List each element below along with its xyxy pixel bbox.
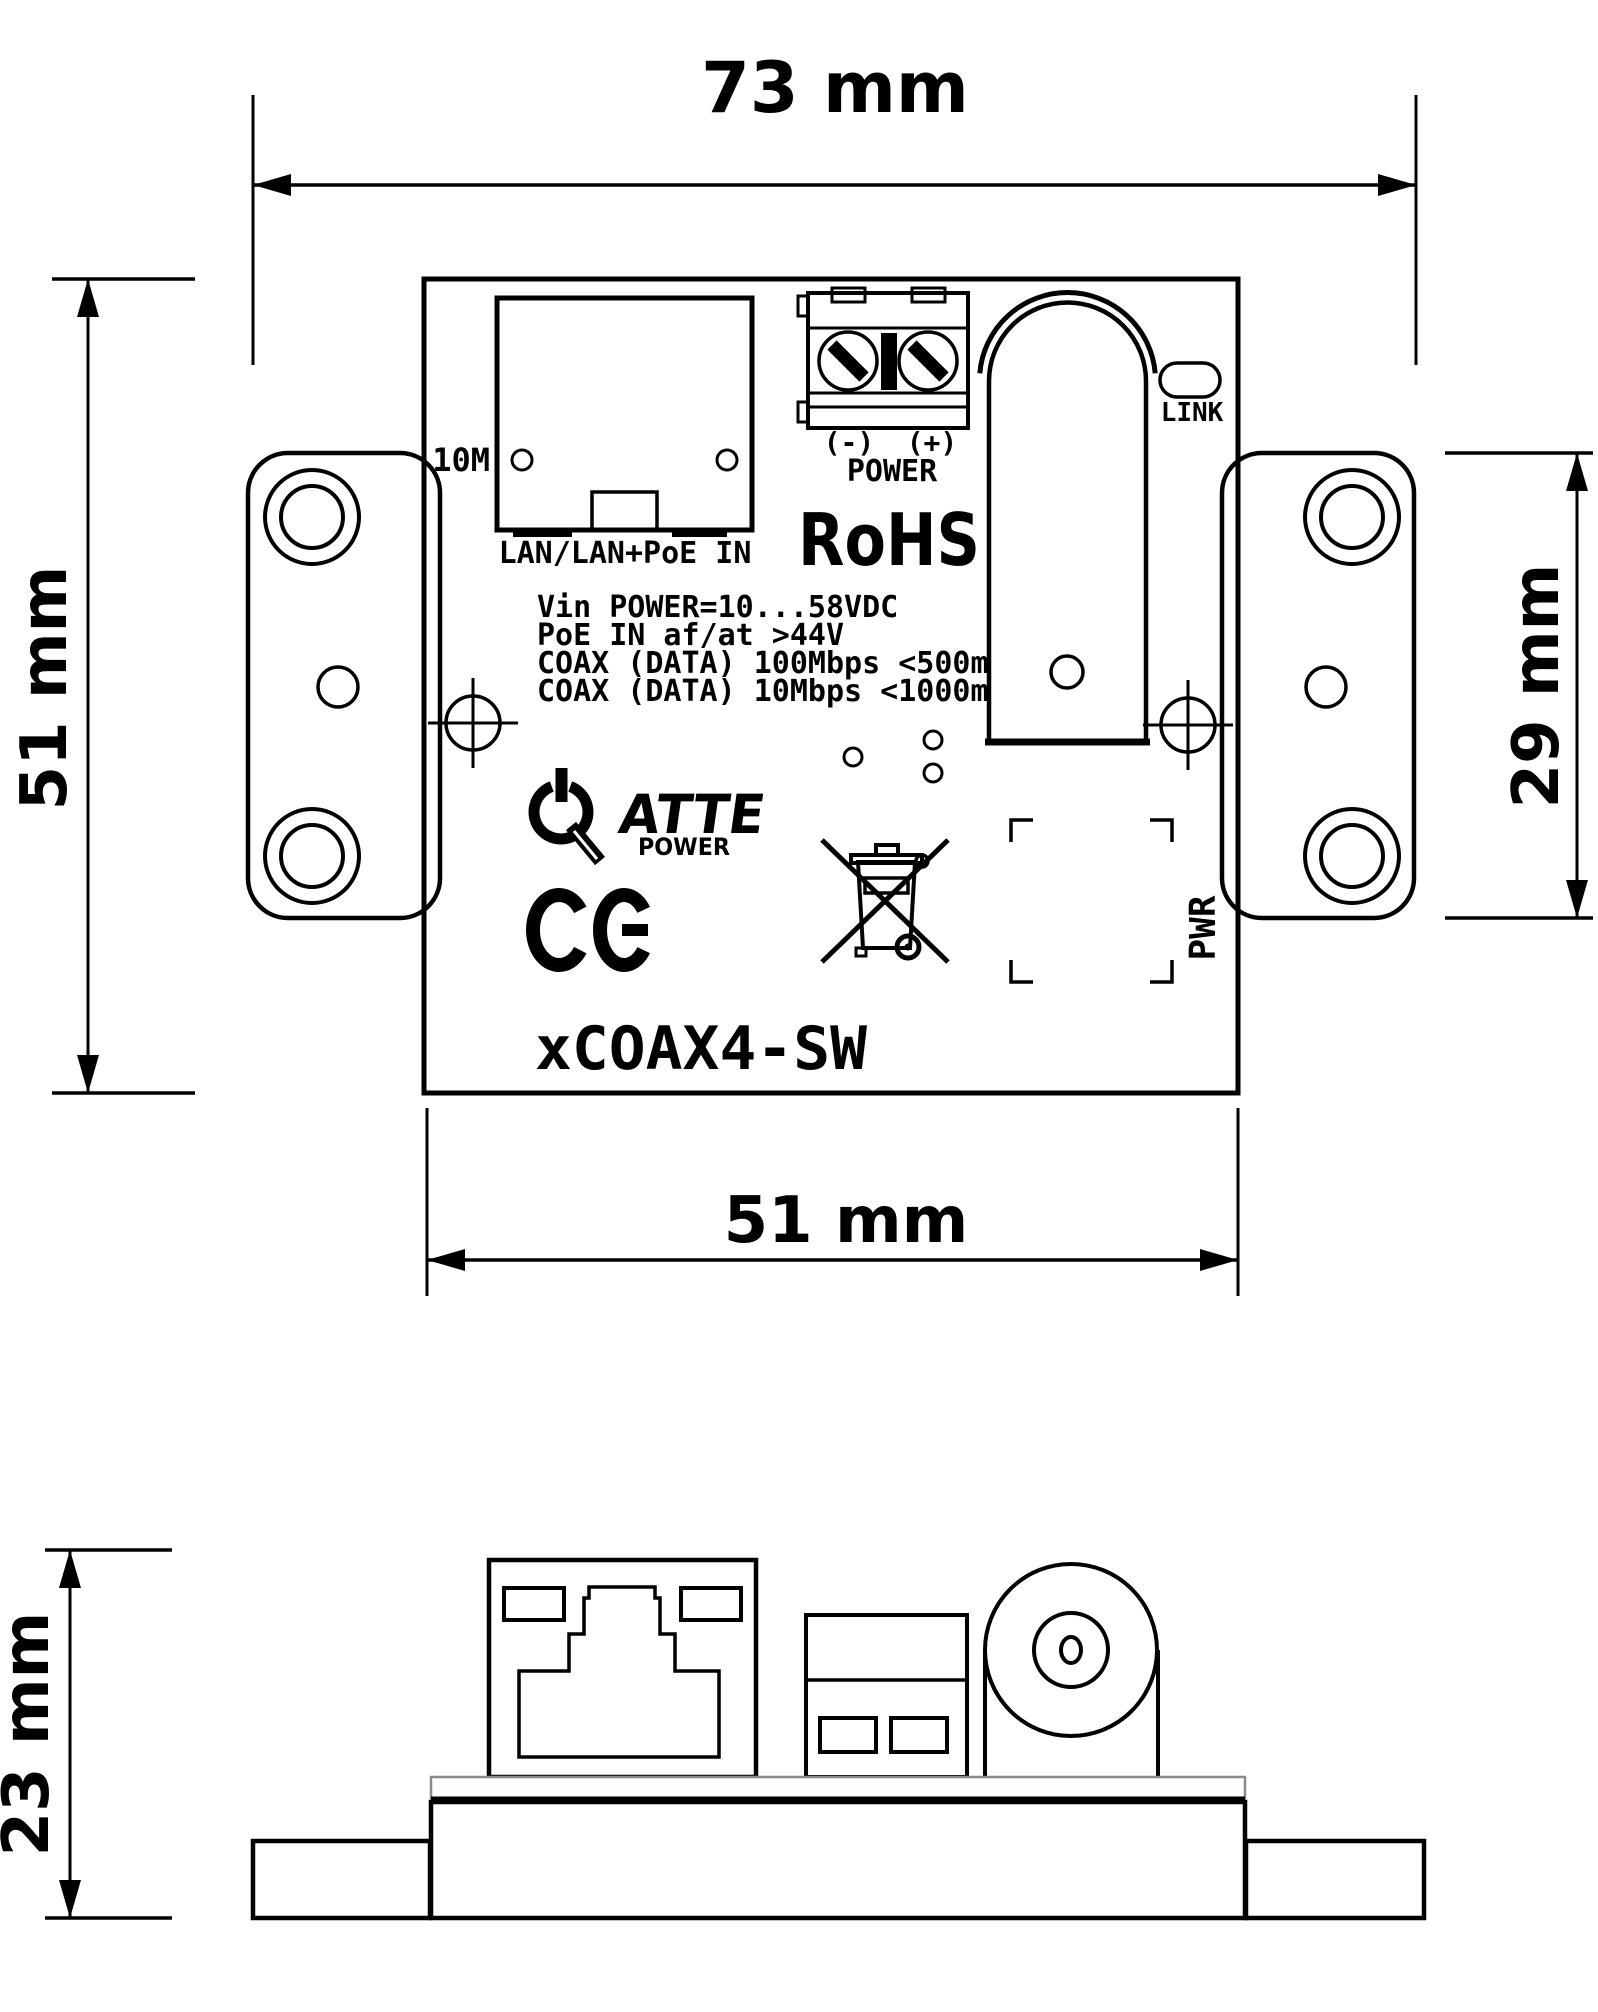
test-points	[842, 729, 944, 784]
side-view	[250, 1557, 1427, 1921]
mounting-rail	[428, 1775, 1248, 1921]
dimension-top-width: 73 mm	[251, 47, 1418, 365]
dimension-annotations: 73 mm 51 mm 29 mm 51 mm	[0, 47, 1593, 1920]
bnc-connector-top	[977, 290, 1158, 746]
brand-subtitle: POWER	[638, 833, 730, 861]
dimension-top-width-label: 73 mm	[701, 47, 969, 129]
device-body	[421, 276, 1241, 1096]
power-icon	[528, 768, 606, 866]
pwr-label: PWR	[1183, 895, 1224, 960]
link-label: LINK	[1161, 398, 1224, 428]
spec-line-2: PoE IN af/at >44V	[537, 618, 844, 653]
label-corner-brackets	[1009, 818, 1174, 984]
rj45-port-side	[486, 1557, 759, 1780]
model-label: xCOAX4-SW	[535, 1014, 868, 1084]
dimension-side-height: 23 mm	[0, 1548, 172, 1920]
right-mounting-ear	[1219, 450, 1417, 921]
dimension-ear-height-label: 29 mm	[1500, 564, 1574, 809]
dimension-body-width-label: 51 mm	[724, 1184, 969, 1258]
spec-line-1: Vin POWER=10...58VDC	[537, 590, 898, 625]
crosshair-icon	[428, 678, 518, 768]
brand-name: ATTE	[615, 783, 769, 846]
rj45-port-label: LAN/LAN+PoE IN	[499, 536, 752, 571]
link-led-pill-icon	[1158, 361, 1222, 399]
spec-line-3: COAX (DATA) 100Mbps <500m	[537, 646, 989, 681]
dimension-body-height: 51 mm	[8, 277, 195, 1095]
rj45-port-top	[494, 295, 755, 537]
left-ear-holes	[263, 468, 361, 905]
power-negative-label: (-)	[824, 426, 875, 459]
brand-logo: ATTE POWER	[528, 768, 769, 866]
screw-terminal-neg	[817, 330, 879, 392]
weee-crossed-bin-icon	[820, 838, 950, 964]
right-ear-holes	[1303, 468, 1401, 905]
dimension-body-height-label: 51 mm	[8, 566, 82, 811]
power-label: POWER	[847, 454, 938, 489]
rj45-speed-label: 10M	[432, 441, 490, 479]
power-terminal-side	[804, 1613, 969, 1779]
left-mounting-ear	[245, 450, 443, 921]
left-foot	[250, 1838, 433, 1921]
crosshair-icon	[1143, 680, 1233, 770]
dimension-body-width: 51 mm	[425, 1108, 1240, 1296]
right-foot	[1243, 1838, 1427, 1921]
power-positive-label: (+)	[907, 426, 958, 459]
dimension-side-height-label: 23 mm	[0, 1612, 64, 1857]
bnc-connector-side	[983, 1562, 1160, 1777]
rohs-label: RoHS	[798, 498, 980, 582]
ce-mark-icon	[526, 888, 651, 972]
dimension-ear-height: 29 mm	[1445, 451, 1593, 920]
power-terminal-top	[796, 286, 970, 430]
spec-line-4: COAX (DATA) 10Mbps <1000m	[537, 674, 989, 709]
screw-terminal-pos	[897, 330, 959, 392]
top-view: ATTE POWER 1	[245, 276, 1417, 1096]
